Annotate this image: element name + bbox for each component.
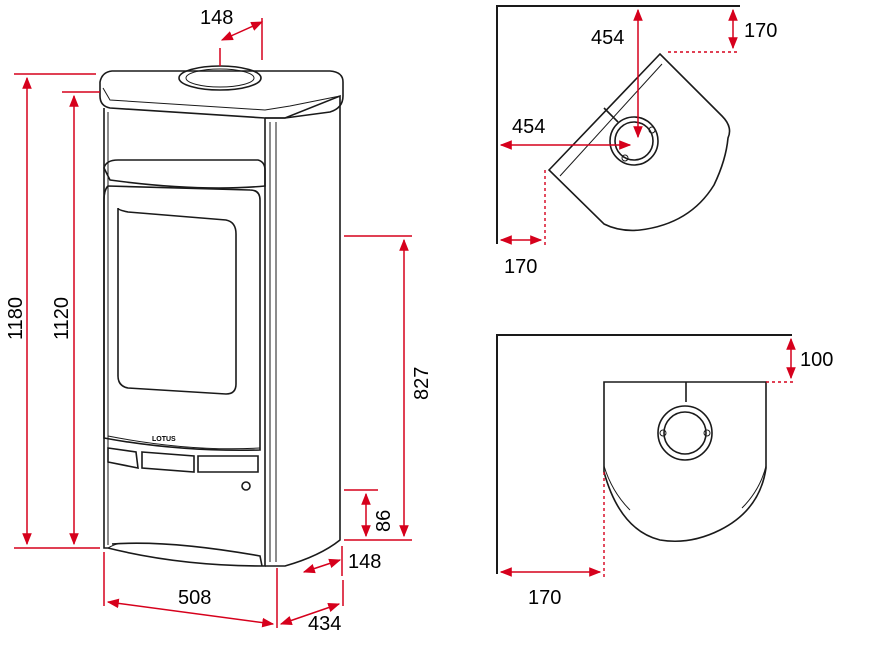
dim-door-top-height: 827 <box>411 367 433 400</box>
stove-side-panel <box>265 94 341 567</box>
dim-flue-wall-a: 454 <box>591 27 624 49</box>
ash-tray-right <box>197 455 259 473</box>
stove-door-glass <box>117 207 237 395</box>
dim-side-clearance-wall: 170 <box>528 587 561 609</box>
back-walls <box>496 334 792 574</box>
dim-height-to-top: 1120 <box>51 297 73 340</box>
stove-base <box>111 542 263 567</box>
stove-front-view: LOTUS <box>99 65 344 567</box>
ash-tray-mid <box>141 451 195 473</box>
stove-plan-wall <box>603 381 767 543</box>
flue-ring-wall <box>657 405 713 461</box>
flue-ring-corner <box>609 116 659 166</box>
flue-outlet-top <box>178 65 262 91</box>
brand-label: LOTUS <box>152 436 176 443</box>
dim-flue-wall-b: 454 <box>512 116 545 138</box>
dim-width: 508 <box>178 587 211 609</box>
ash-tray-left <box>107 447 139 470</box>
stove-door <box>103 185 261 452</box>
front-dimensions: 1180 1120 148 827 86 148 508 434 <box>5 7 433 635</box>
dim-bottom-offset: 148 <box>348 551 381 573</box>
air-control-knob <box>241 481 251 491</box>
dim-total-height: 1180 <box>5 297 27 340</box>
dim-side-clearance-corner: 170 <box>504 256 537 278</box>
wall-clearance-view: 100 170 <box>496 334 833 609</box>
corner-clearance-view: 454 454 170 170 <box>496 5 777 278</box>
stove-top-edge <box>102 87 341 111</box>
dim-outlet-height: 86 <box>373 510 395 532</box>
stove-body-outline <box>103 108 266 567</box>
stove-top-plate <box>99 70 344 119</box>
stove-shelf <box>103 159 266 189</box>
dim-back-clearance-corner: 170 <box>744 20 777 42</box>
dim-depth: 434 <box>308 613 341 635</box>
corner-walls <box>496 5 740 244</box>
dim-top-flue-offset: 148 <box>200 7 233 29</box>
dim-back-clearance-wall: 100 <box>800 349 833 371</box>
stove-plan-corner <box>547 52 731 232</box>
